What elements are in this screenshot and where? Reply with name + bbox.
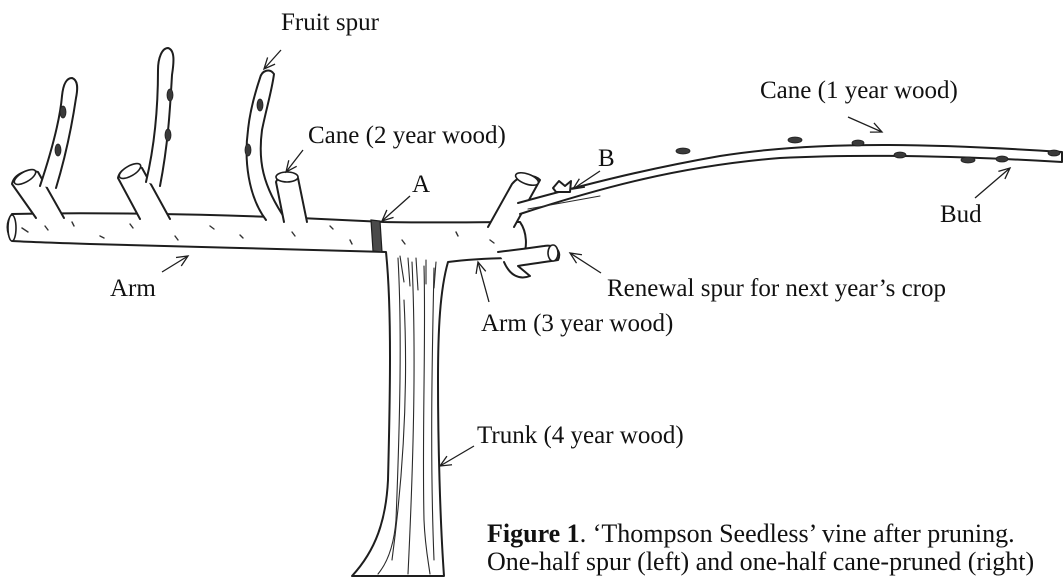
label-renewal-spur: Renewal spur for next year’s crop xyxy=(607,275,946,302)
arrow-cane-1yr xyxy=(848,117,882,132)
arm-end-cut xyxy=(8,215,16,241)
bud xyxy=(1048,150,1060,156)
bud xyxy=(961,157,975,163)
arrow-arm-3yr xyxy=(478,262,489,302)
bud xyxy=(894,152,906,158)
arrow-renewal-spur xyxy=(570,253,601,273)
spur-cut xyxy=(276,172,298,182)
pruning-ring-a xyxy=(371,220,382,252)
label-arm: Arm xyxy=(110,275,156,302)
label-cane-1yr: Cane (1 year wood) xyxy=(760,77,958,104)
label-point-b: B xyxy=(598,145,615,172)
bud xyxy=(996,156,1008,162)
label-fruit-spur: Fruit spur xyxy=(281,9,380,36)
renewal-spur-cut xyxy=(548,245,558,261)
bud xyxy=(165,129,171,141)
arrow-cane-2yr xyxy=(286,150,303,172)
arrow-bud xyxy=(975,168,1010,198)
bud xyxy=(257,99,263,111)
vine-body xyxy=(8,213,526,576)
bud xyxy=(60,106,66,118)
figure-caption-line2: One-half spur (left) and one-half cane-p… xyxy=(487,547,1034,576)
label-point-a: A xyxy=(412,171,430,198)
arrow-point-a xyxy=(382,196,410,221)
shoot-left-1 xyxy=(40,78,77,188)
broken-stub-b xyxy=(553,181,571,192)
bud xyxy=(676,148,690,154)
figure-label: Figure 1 xyxy=(487,519,580,548)
label-bud: Bud xyxy=(940,201,982,228)
figure-caption: Figure 1. ‘Thompson Seedless’ vine after… xyxy=(487,519,1015,548)
bud xyxy=(245,144,251,156)
figure-title: . ‘Thompson Seedless’ vine after pruning… xyxy=(580,519,1015,548)
bud xyxy=(852,140,864,146)
arrow-arm xyxy=(162,256,188,272)
arrow-fruit-spur xyxy=(264,50,281,69)
bud xyxy=(55,144,61,156)
label-arm-3yr: Arm (3 year wood) xyxy=(481,310,673,337)
shoot-left-2 xyxy=(146,48,173,186)
label-trunk-4yr: Trunk (4 year wood) xyxy=(477,422,684,449)
arrow-trunk-4yr xyxy=(440,446,474,466)
label-cane-2yr: Cane (2 year wood) xyxy=(308,122,506,149)
bud xyxy=(167,89,173,101)
bud xyxy=(788,137,802,143)
arrows xyxy=(162,50,1010,466)
